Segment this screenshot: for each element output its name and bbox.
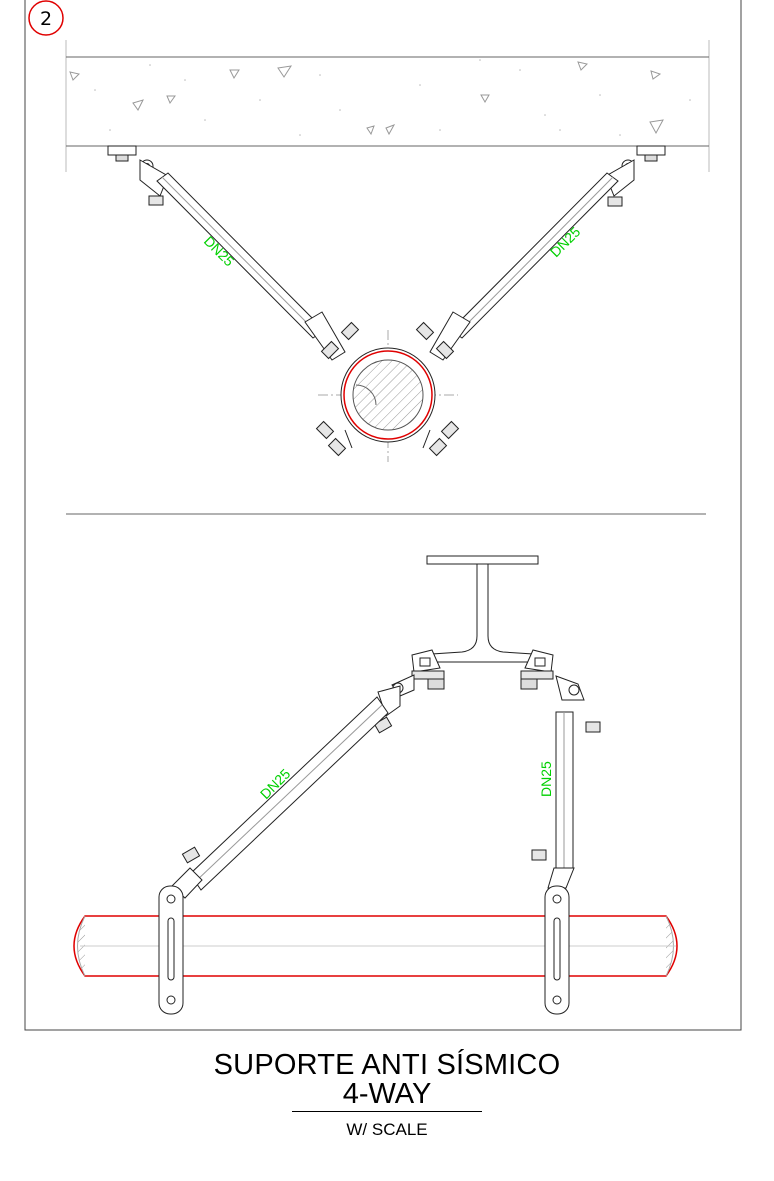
steel-i-beam (426, 555, 539, 663)
detail-number: 2 (40, 8, 52, 30)
drawing-frame (24, 0, 742, 1031)
left-ceiling-bracket (107, 145, 169, 206)
detail-number-badge: 2 (28, 0, 64, 36)
pipe-strap-left (158, 885, 184, 1015)
pipe-elevation (73, 915, 678, 977)
seismic-support-drawing: 2 (24, 0, 742, 1031)
title-block: SUPORTE ANTI SÍSMICO 4-WAY W/ SCALE (0, 1040, 774, 1140)
right-diagonal-brace (450, 172, 619, 339)
right-ceiling-bracket (605, 145, 666, 207)
drawing-subtitle: 4-WAY (342, 1078, 432, 1110)
top-view: DN25 DN25 (65, 40, 710, 462)
concrete-slab (65, 40, 710, 172)
scale-note: W/ SCALE (346, 1120, 428, 1139)
bottom-view: DN25 DN25 (73, 555, 678, 1015)
left-diagonal-brace (156, 172, 325, 339)
vertical-brace (531, 711, 601, 889)
title-underline (292, 1111, 482, 1112)
diagonal-brace (171, 685, 401, 899)
pipe-cross-section (318, 330, 458, 462)
beam-clamp-right (520, 649, 585, 701)
pipe-strap-right (544, 885, 570, 1015)
drawing-title: SUPORTE ANTI SÍSMICO (213, 1049, 561, 1081)
pipe-clamp-fittings (304, 311, 471, 457)
vertical-brace-size-label: DN25 (538, 761, 554, 797)
